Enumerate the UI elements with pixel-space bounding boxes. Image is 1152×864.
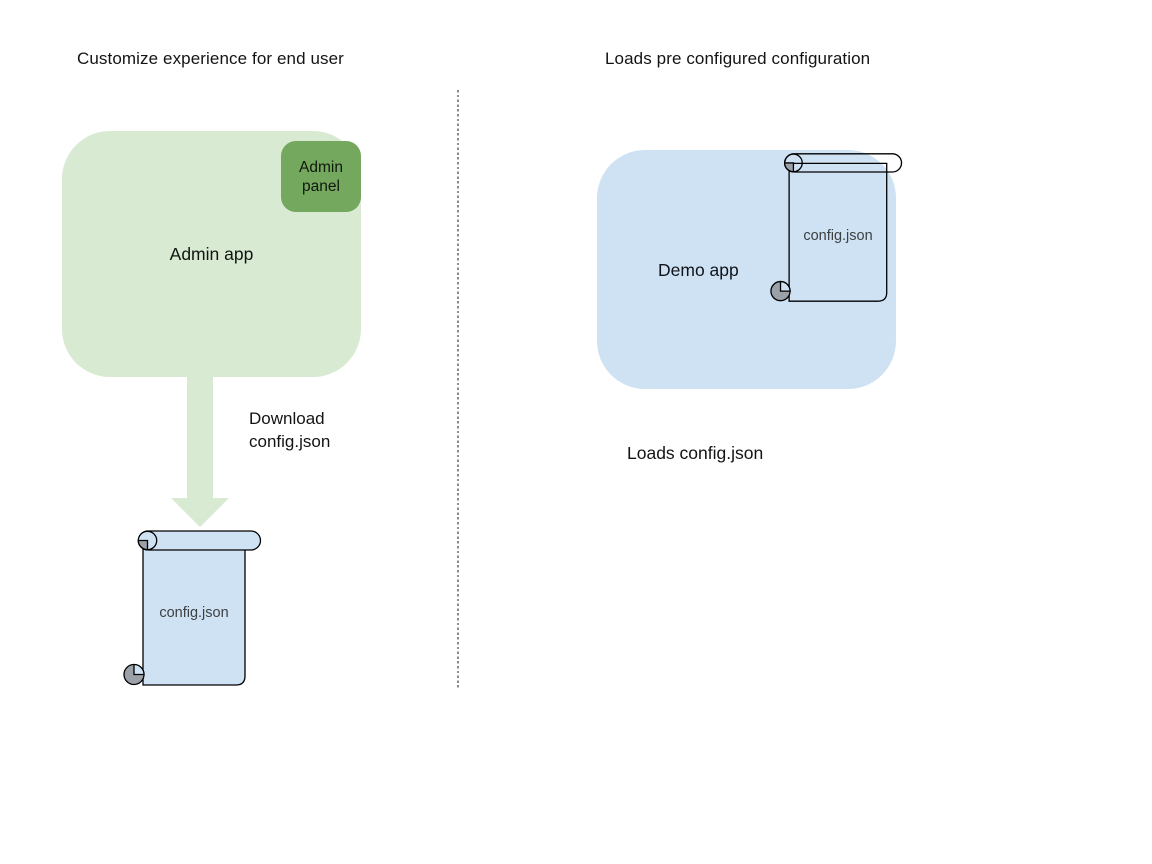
- config-file-label: config.json: [159, 605, 229, 621]
- config-file-scroll-icon: [121, 527, 263, 689]
- loads-config-caption: Loads config.json: [627, 443, 764, 463]
- demo-app-box: [597, 150, 896, 389]
- demo-app-label: Demo app: [658, 260, 739, 280]
- download-arrow-label: Download config.json: [249, 409, 331, 451]
- section-divider: [457, 90, 459, 688]
- admin-panel-label: Admin panel: [299, 158, 343, 195]
- left-section-title: Customize experience for end user: [77, 49, 344, 68]
- right-section-title: Loads pre configured configuration: [605, 49, 871, 68]
- config-file-scroll-icon: [768, 150, 904, 305]
- admin-panel-badge: Admin panel: [281, 141, 361, 212]
- config-file-label: config.json: [803, 228, 873, 244]
- admin-app-label: Admin app: [169, 244, 254, 264]
- download-arrow-icon: [171, 376, 229, 527]
